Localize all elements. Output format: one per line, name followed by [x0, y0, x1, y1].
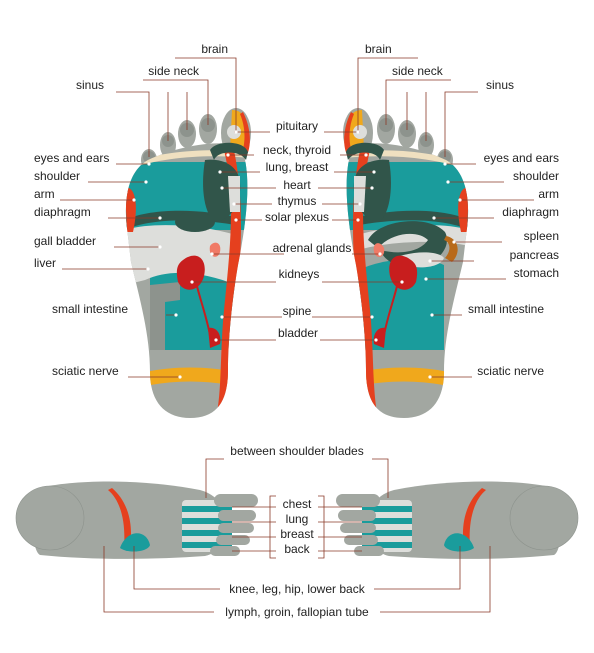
label-small-intestine-left: small intestine: [52, 302, 128, 316]
label-between-shoulder-blades: between shoulder blades: [230, 444, 363, 458]
label-shoulder-right: shoulder: [513, 169, 559, 183]
label-sciatic-nerve-left: sciatic nerve: [52, 364, 119, 378]
right-foot-sole: [343, 108, 469, 418]
left-toe-top-5: [210, 546, 240, 556]
label-bladder: bladder: [278, 326, 318, 340]
label-diaphragm-right: diaphragm: [502, 205, 559, 219]
label-brain-right: brain: [365, 42, 392, 56]
label-pancreas: pancreas: [510, 248, 559, 262]
label-lymph-groin: lymph, groin, fallopian tube: [225, 605, 369, 619]
label-shoulder-left: shoulder: [34, 169, 80, 183]
right-toe-top-2: [338, 510, 376, 521]
right-foot-top: [336, 481, 579, 559]
left-kidney: [176, 255, 205, 290]
label-lung: lung: [286, 512, 309, 526]
left-toe-top-4: [216, 535, 250, 545]
label-chest: chest: [283, 497, 312, 511]
label-thymus: thymus: [278, 194, 317, 208]
left-toe-top-3: [218, 523, 254, 533]
label-arm-left: arm: [34, 187, 55, 201]
right-toe-top-5: [354, 546, 384, 556]
label-sinus-left: sinus: [76, 78, 104, 92]
left-foot-top: [15, 481, 258, 559]
right-kidney: [389, 255, 418, 290]
label-brain-left: brain: [201, 42, 228, 56]
labels: brain side neck sinus brain side neck si…: [34, 42, 559, 619]
label-small-intestine-right: small intestine: [468, 302, 544, 316]
label-neck-thyroid: neck, thyroid: [263, 143, 331, 157]
label-eyes-ears-left: eyes and ears: [34, 151, 109, 165]
label-knee-leg-hip: knee, leg, hip, lower back: [229, 582, 365, 596]
leader-lines: [60, 57, 534, 613]
label-pituitary: pituitary: [276, 119, 318, 133]
right-toe-top-1: [336, 494, 380, 507]
label-sinus-right: sinus: [486, 78, 514, 92]
label-spleen: spleen: [524, 229, 559, 243]
label-side-neck-right: side neck: [392, 64, 444, 78]
label-liver: liver: [34, 256, 56, 270]
label-spine: spine: [283, 304, 312, 318]
right-toe-top-4: [344, 535, 378, 545]
left-toe-top-1: [214, 494, 258, 507]
label-solar-plexus: solar plexus: [265, 210, 329, 224]
label-diaphragm-left: diaphragm: [34, 205, 91, 219]
left-foot-sole: [125, 108, 251, 418]
label-adrenal-glands: adrenal glands: [273, 241, 352, 255]
left-toe-top-2: [218, 510, 256, 521]
label-arm-right: arm: [538, 187, 559, 201]
label-gall-bladder: gall bladder: [34, 234, 96, 248]
label-kidneys: kidneys: [279, 267, 320, 281]
label-heart: heart: [283, 178, 311, 192]
right-toe-top-3: [340, 523, 376, 533]
label-back: back: [284, 542, 310, 556]
label-eyes-ears-right: eyes and ears: [484, 151, 559, 165]
label-side-neck-left: side neck: [148, 64, 200, 78]
label-stomach: stomach: [514, 266, 559, 280]
leader-dots: [132, 130, 462, 379]
label-breast: breast: [280, 527, 314, 541]
label-sciatic-nerve-right: sciatic nerve: [477, 364, 544, 378]
label-lung-breast: lung, breast: [266, 160, 329, 174]
